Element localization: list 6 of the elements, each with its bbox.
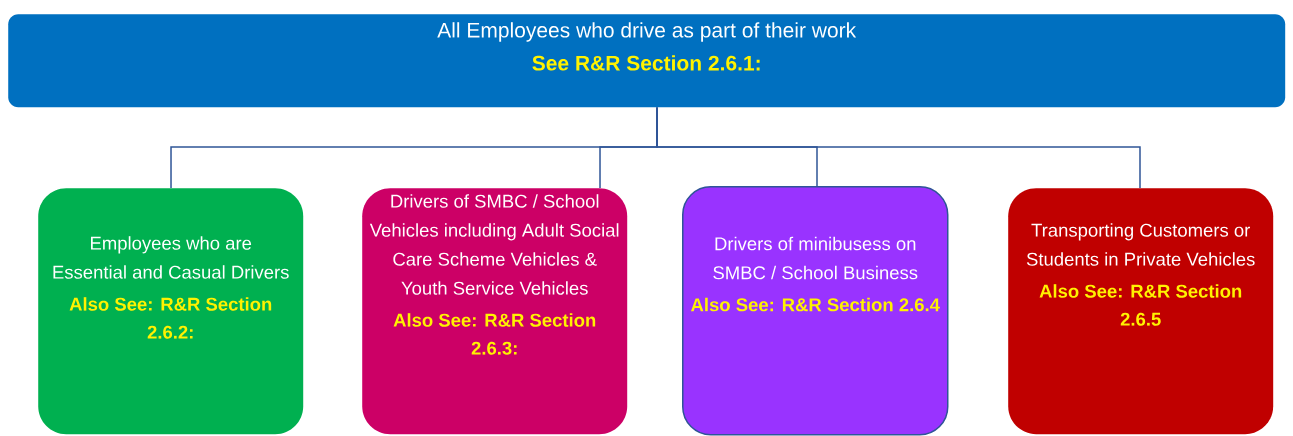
connector-line [656,106,1141,189]
heading-box: All Employees who drive as part of their work See R&R Section 2.6.1: [8,14,1286,108]
category-box: Drivers of minibusess on SMBC / School Business Also See: R&R Section 2.6.4 [682,186,949,436]
category-box: Employees who are Essential and Casual Drivers Also See: R&R Section 2.6.2: [38,188,304,435]
category-box: Drivers of SMBC / School Vehicles including Adult Social Care Scheme Vehicles & Youth Service Vehicles Also See: R&R Section 2.6.3: [362,188,628,435]
category-box: Transporting Customers or Students in Private Vehicles Also See: R&R Section 2.6.5 [1008,188,1274,435]
